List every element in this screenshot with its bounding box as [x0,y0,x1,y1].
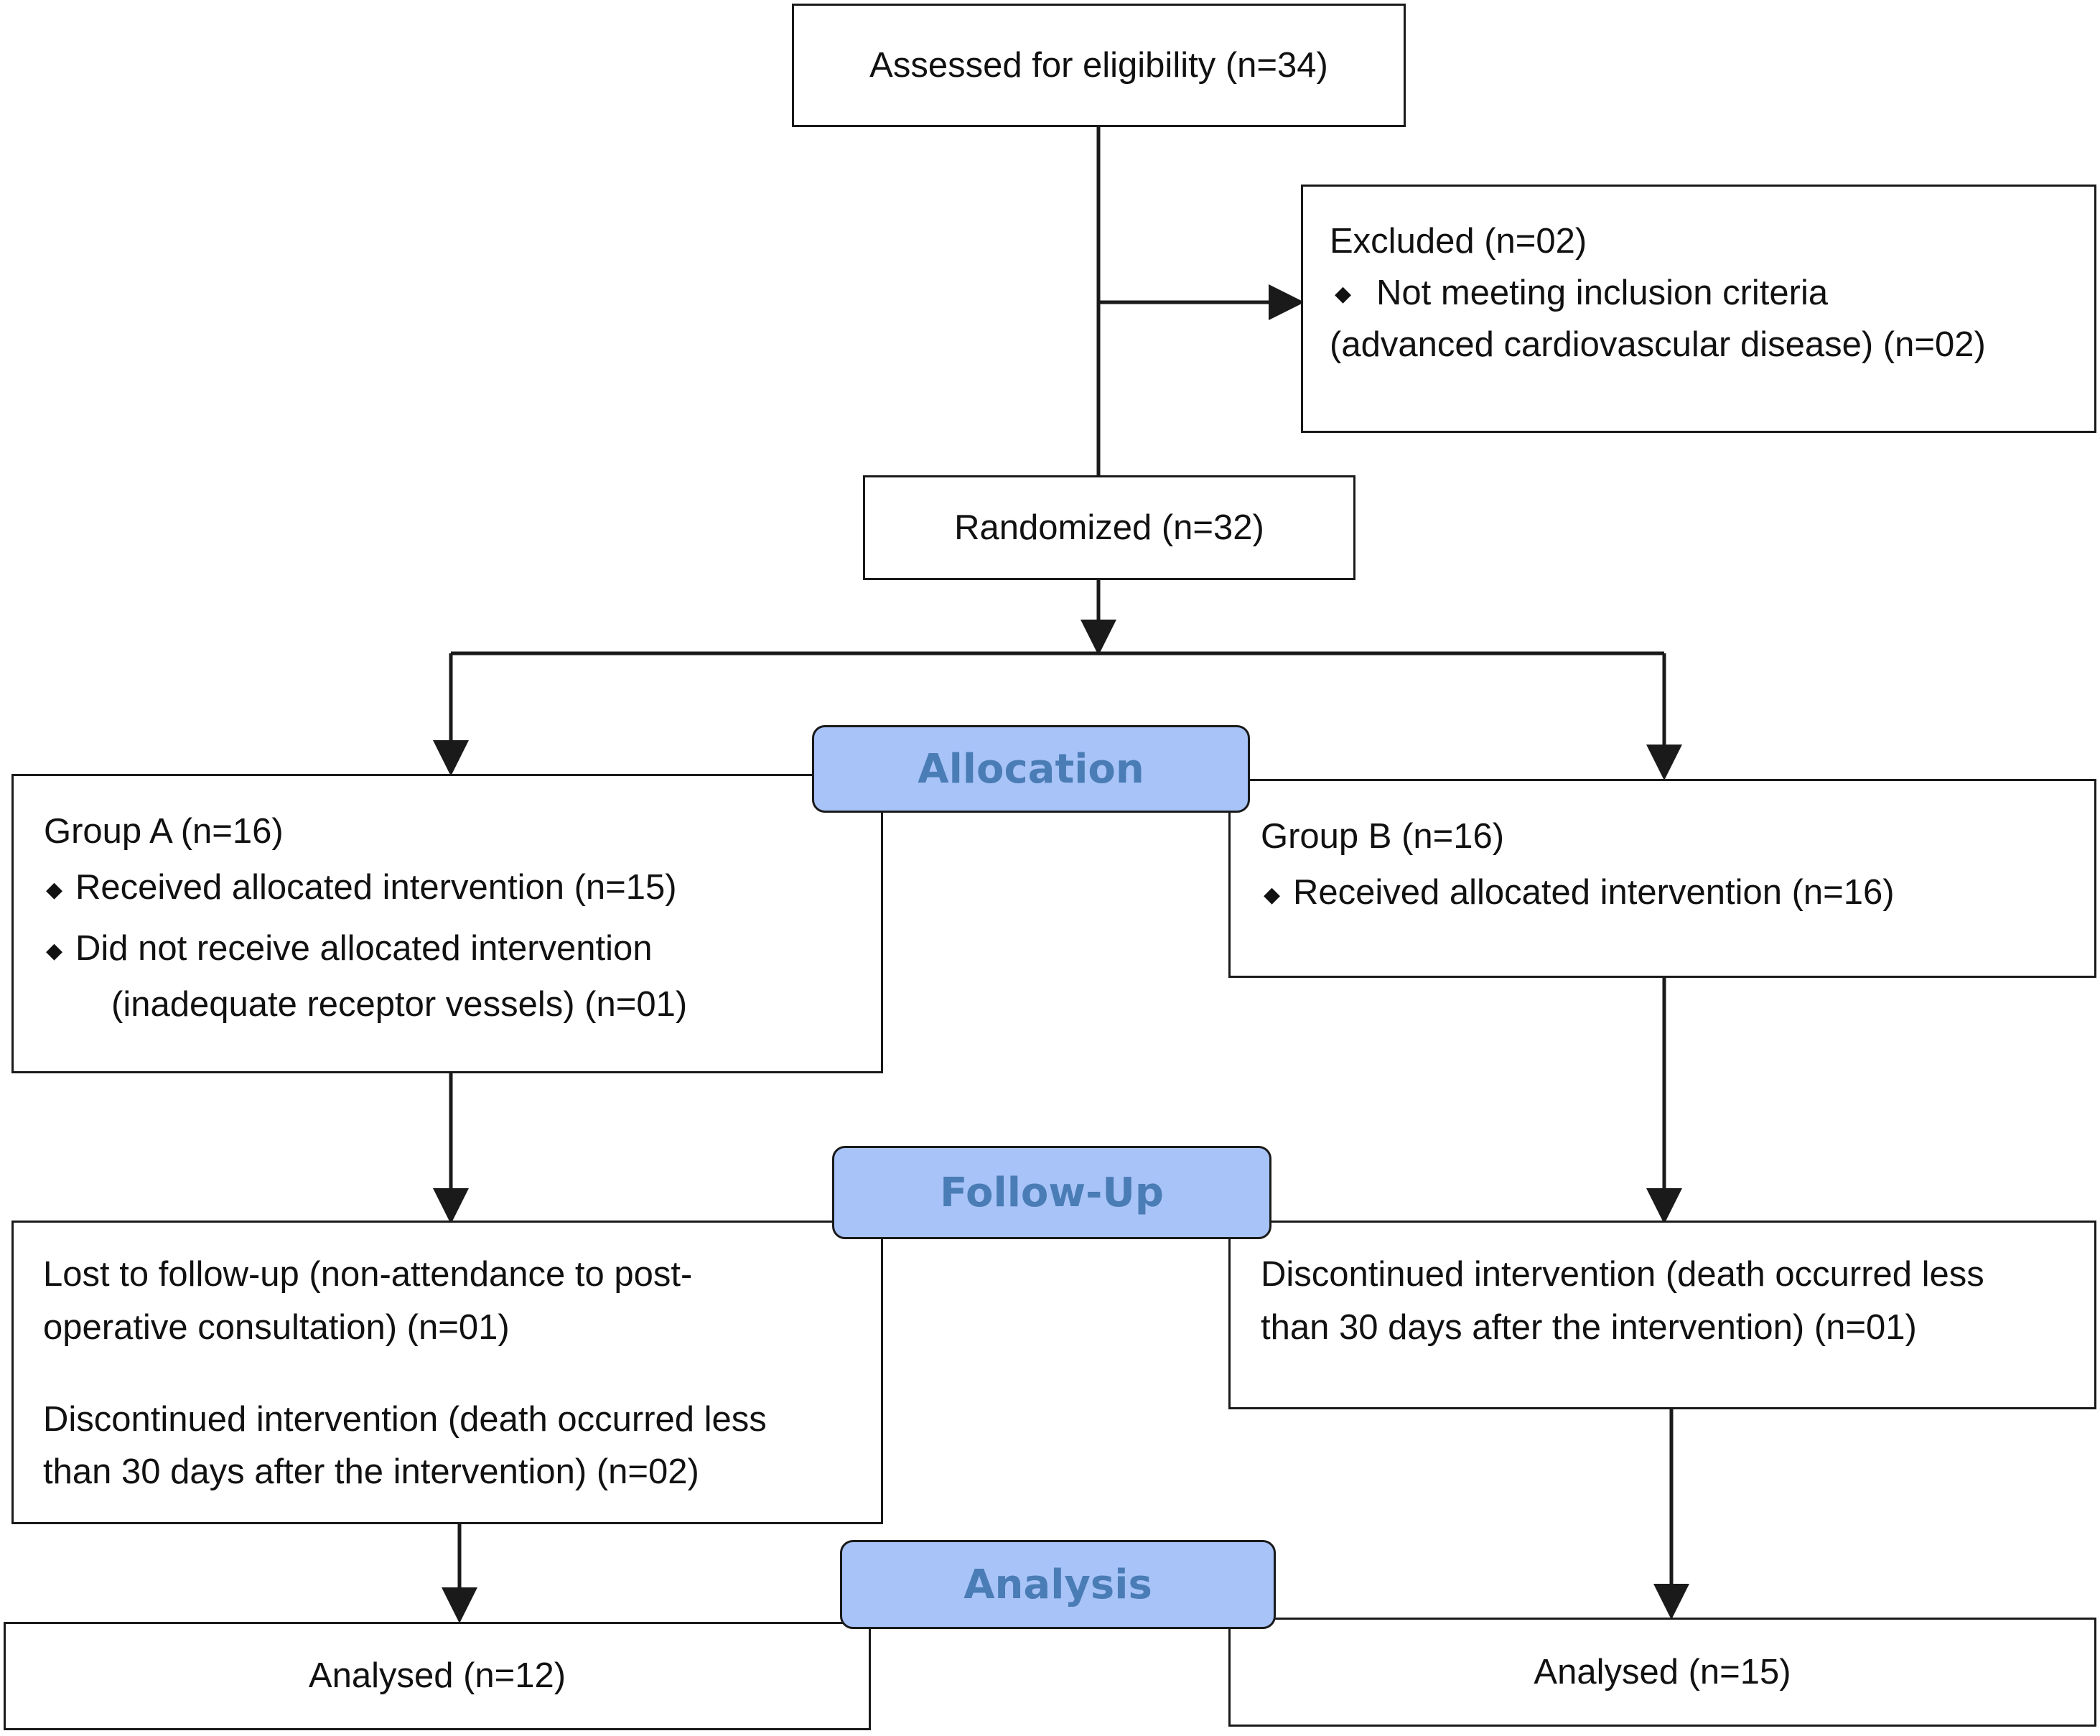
group-b-received: Received allocated intervention (n=16) [1293,873,1895,912]
assessed-box: Assessed for eligibility (n=34) [792,4,1406,127]
group-a-analysed: Analysed (n=12) [308,1656,566,1695]
group-a-discontinued-line1: Discontinued intervention (death occurre… [43,1400,767,1439]
bullet-icon: ◆ [46,878,63,902]
group-a-lost-line2: operative consultation) (n=01) [43,1308,510,1347]
group-b-discontinued-line2: than 30 days after the intervention) (n=… [1261,1308,1917,1347]
group-b-allocation-box: Group B (n=16) ◆ Received allocated inte… [1228,779,2096,978]
bullet-icon: ◆ [1264,883,1281,907]
group-b-discontinued-line1: Discontinued intervention (death occurre… [1261,1255,1984,1294]
allocation-stage-label: Allocation [812,725,1250,813]
group-b-analysed-box: Analysed (n=15) [1228,1618,2096,1727]
analysis-stage-label: Analysis [840,1540,1276,1629]
group-a-discontinued-line2: than 30 days after the intervention) (n=… [43,1452,699,1491]
group-a-title: Group A (n=16) [44,812,284,851]
excluded-box: Excluded (n=02) ◆ Not meeting inclusion … [1301,185,2096,433]
group-a-not-received-line2: (inadequate receptor vessels) (n=01) [111,985,688,1024]
group-a-not-received-line1: Did not receive allocated intervention [75,929,653,968]
group-b-followup-box: Discontinued intervention (death occurre… [1228,1221,2096,1409]
assessed-text: Assessed for eligibility (n=34) [869,45,1328,85]
group-a-followup-box: Lost to follow-up (non-attendance to pos… [11,1221,883,1524]
follow-up-stage-label: Follow-Up [832,1146,1271,1239]
randomized-box: Randomized (n=32) [863,475,1355,580]
bullet-icon: ◆ [46,939,63,963]
group-a-lost-line1: Lost to follow-up (non-attendance to pos… [43,1255,693,1294]
excluded-reason-line2: (advanced cardiovascular disease) (n=02) [1330,325,1986,364]
bullet-icon: ◆ [1335,282,1352,306]
group-b-analysed: Analysed (n=15) [1534,1652,1791,1691]
excluded-title: Excluded (n=02) [1330,222,1587,261]
group-a-received: Received allocated intervention (n=15) [75,868,677,907]
group-a-analysed-box: Analysed (n=12) [4,1622,871,1730]
group-b-title: Group B (n=16) [1261,817,1505,856]
excluded-reason-line1: Not meeting inclusion criteria [1376,274,1829,312]
group-a-allocation-box: Group A (n=16) ◆ Received allocated inte… [11,774,883,1073]
randomized-text: Randomized (n=32) [954,508,1264,547]
